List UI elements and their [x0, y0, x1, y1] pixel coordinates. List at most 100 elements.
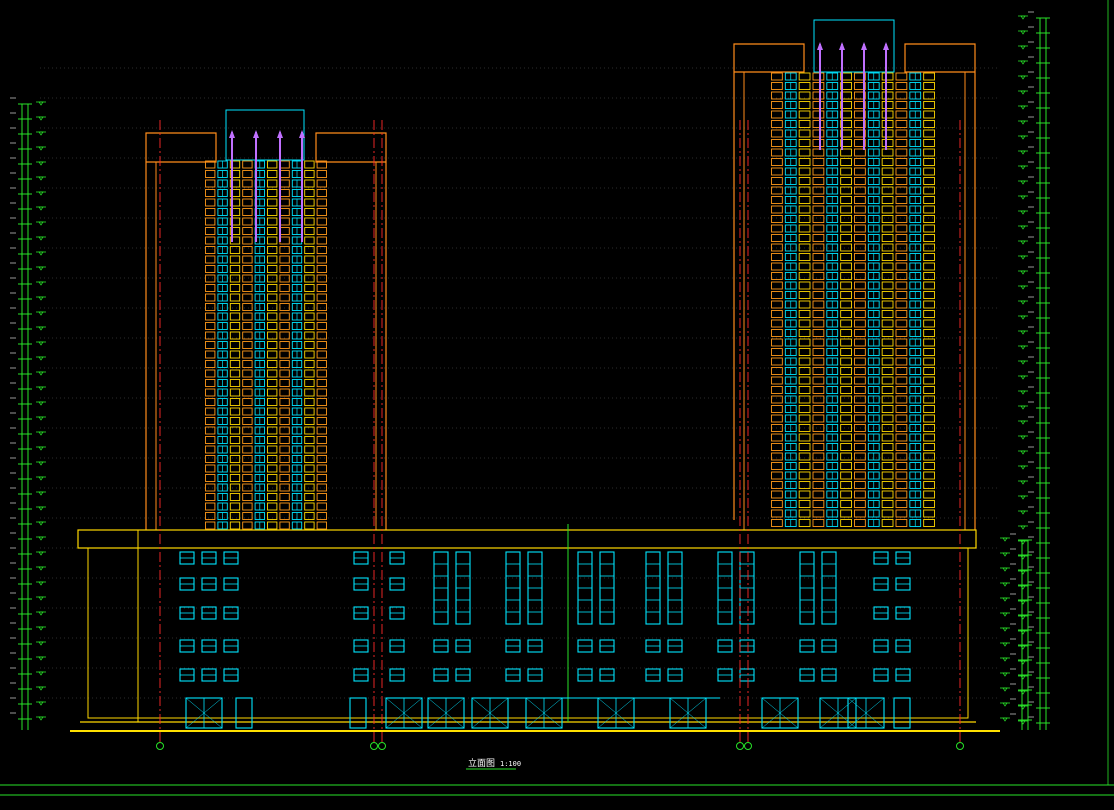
elevation-marker-icon [38, 476, 44, 481]
tower-window [881, 414, 894, 423]
tower-window [229, 388, 241, 397]
elevation-marker-icon [38, 656, 44, 661]
door-swing [761, 697, 799, 729]
axis-bubble-icon [378, 742, 386, 750]
axis-bubble-icon [956, 742, 964, 750]
tower-window [854, 224, 866, 233]
elevation-marker-icon [1020, 525, 1026, 530]
tower-window [304, 398, 315, 406]
tower-window [881, 376, 894, 385]
elevation-marker-icon [38, 566, 44, 571]
elevation-marker-icon [38, 371, 44, 376]
tower-window [205, 360, 216, 368]
elevation-marker-icon [1020, 240, 1026, 245]
tower-window [854, 186, 866, 195]
elevation-marker-icon [1002, 582, 1008, 587]
tower-window [316, 502, 327, 511]
elevation-marker-icon [38, 101, 44, 106]
tower-window [895, 348, 908, 356]
tower-window [279, 464, 290, 473]
elevation-marker-icon [1020, 390, 1026, 395]
tower-window [267, 445, 278, 454]
tower-window [304, 521, 315, 530]
tower-window [854, 376, 866, 385]
tower-window [798, 224, 811, 233]
tower-window [812, 424, 825, 432]
tower-window [840, 433, 852, 442]
tower-window [881, 319, 894, 328]
tower-window [895, 120, 908, 128]
tower-window [881, 82, 894, 90]
tower-window [304, 407, 315, 416]
tower-window [895, 490, 908, 499]
tower-window [242, 445, 253, 454]
left-tower-crown-left [145, 132, 217, 530]
tower-window [771, 357, 783, 366]
tower-window [267, 379, 278, 387]
tower-window [267, 464, 278, 473]
tower-window [812, 196, 825, 204]
tower-window [812, 82, 825, 90]
elevation-marker-icon [1020, 300, 1026, 305]
tower-window [771, 129, 783, 138]
tower-window [205, 417, 216, 425]
tower-window [798, 177, 811, 185]
tower-window [895, 443, 908, 451]
left-tower-roof-box [225, 109, 305, 161]
tower-window [923, 158, 935, 166]
tower-window [304, 189, 315, 197]
tower-window [316, 521, 327, 530]
tower-window [881, 519, 894, 527]
tower-window [895, 148, 908, 157]
tower-window [242, 417, 253, 425]
tower-window [812, 329, 825, 337]
tower-window [205, 369, 216, 378]
tower-window [279, 445, 290, 454]
tower-window [854, 357, 866, 366]
elevation-marker-icon [1020, 165, 1026, 170]
tower-window [267, 217, 278, 226]
tower-window [205, 265, 216, 273]
tower-window [771, 367, 783, 375]
tower-window [881, 262, 894, 271]
tower-window [881, 139, 894, 147]
tower-window [267, 521, 278, 530]
tower-window [316, 464, 327, 473]
tower-window [798, 262, 811, 271]
tower-window [923, 357, 935, 366]
shaft-cap [861, 42, 867, 50]
tower-window [923, 367, 935, 375]
door-swing [525, 697, 563, 729]
tower-window [798, 414, 811, 423]
tower-window [229, 208, 241, 216]
tower-window [771, 196, 783, 204]
tower-window [812, 167, 825, 176]
tower-window [881, 186, 894, 195]
tower-window [840, 471, 852, 480]
tower-window [923, 243, 935, 252]
tower-window [279, 398, 290, 406]
tower-window [242, 246, 253, 254]
tower-window [229, 464, 241, 473]
tower-window [229, 512, 241, 520]
tower-window [771, 82, 783, 90]
tower-window [923, 329, 935, 337]
tower-window [895, 139, 908, 147]
tower-window [771, 101, 783, 109]
tower-window [854, 424, 866, 432]
tower-window [840, 129, 852, 138]
tower-window [854, 481, 866, 489]
tower-window [895, 272, 908, 280]
tower-window [854, 120, 866, 128]
tower-window [812, 471, 825, 480]
tower-window [316, 312, 327, 321]
elevation-marker-icon [38, 536, 44, 541]
tower-window [279, 417, 290, 425]
tower-window [854, 101, 866, 109]
tower-window [205, 445, 216, 454]
tower-window [881, 395, 894, 404]
tower-window [840, 386, 852, 394]
tower-window [854, 158, 866, 166]
tower-window [923, 262, 935, 271]
